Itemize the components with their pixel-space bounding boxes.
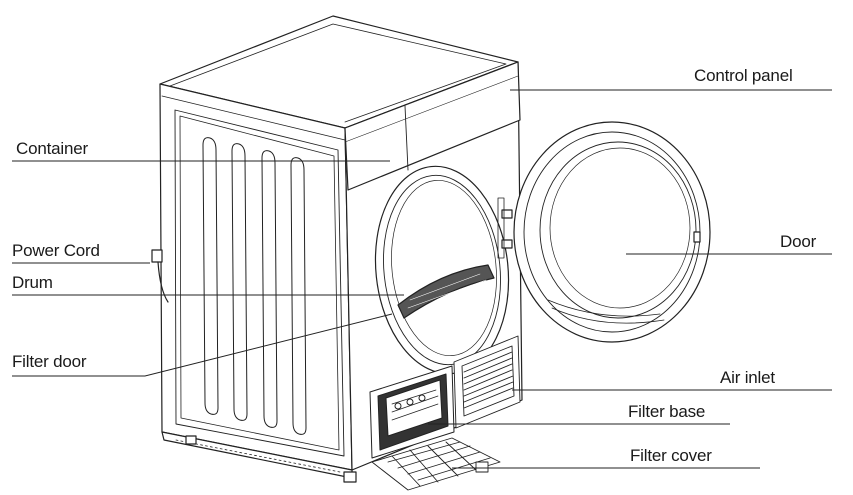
label-container: Container: [16, 139, 88, 158]
label-control-panel: Control panel: [694, 66, 793, 85]
label-air-inlet: Air inlet: [720, 368, 775, 387]
label-filter-door: Filter door: [12, 352, 87, 371]
filter-cover: [371, 437, 501, 491]
label-filter-base: Filter base: [628, 402, 706, 421]
power-socket: [151, 249, 163, 263]
control-panel-band: [344, 61, 521, 191]
drum-opening: [374, 165, 510, 375]
label-drum: Drum: [12, 273, 53, 292]
drum-filter: [397, 264, 495, 319]
label-filter-cover: Filter cover: [630, 446, 712, 465]
label-door: Door: [780, 232, 817, 251]
side-ribs: [202, 137, 307, 435]
power-cord-line: [157, 261, 169, 303]
air-inlet-grille: [453, 335, 521, 429]
leader-filter-door: [12, 313, 393, 377]
label-power-cord: Power Cord: [12, 241, 100, 260]
filter-base: [369, 365, 455, 459]
open-door: [513, 121, 711, 343]
side-panel: [159, 83, 353, 471]
